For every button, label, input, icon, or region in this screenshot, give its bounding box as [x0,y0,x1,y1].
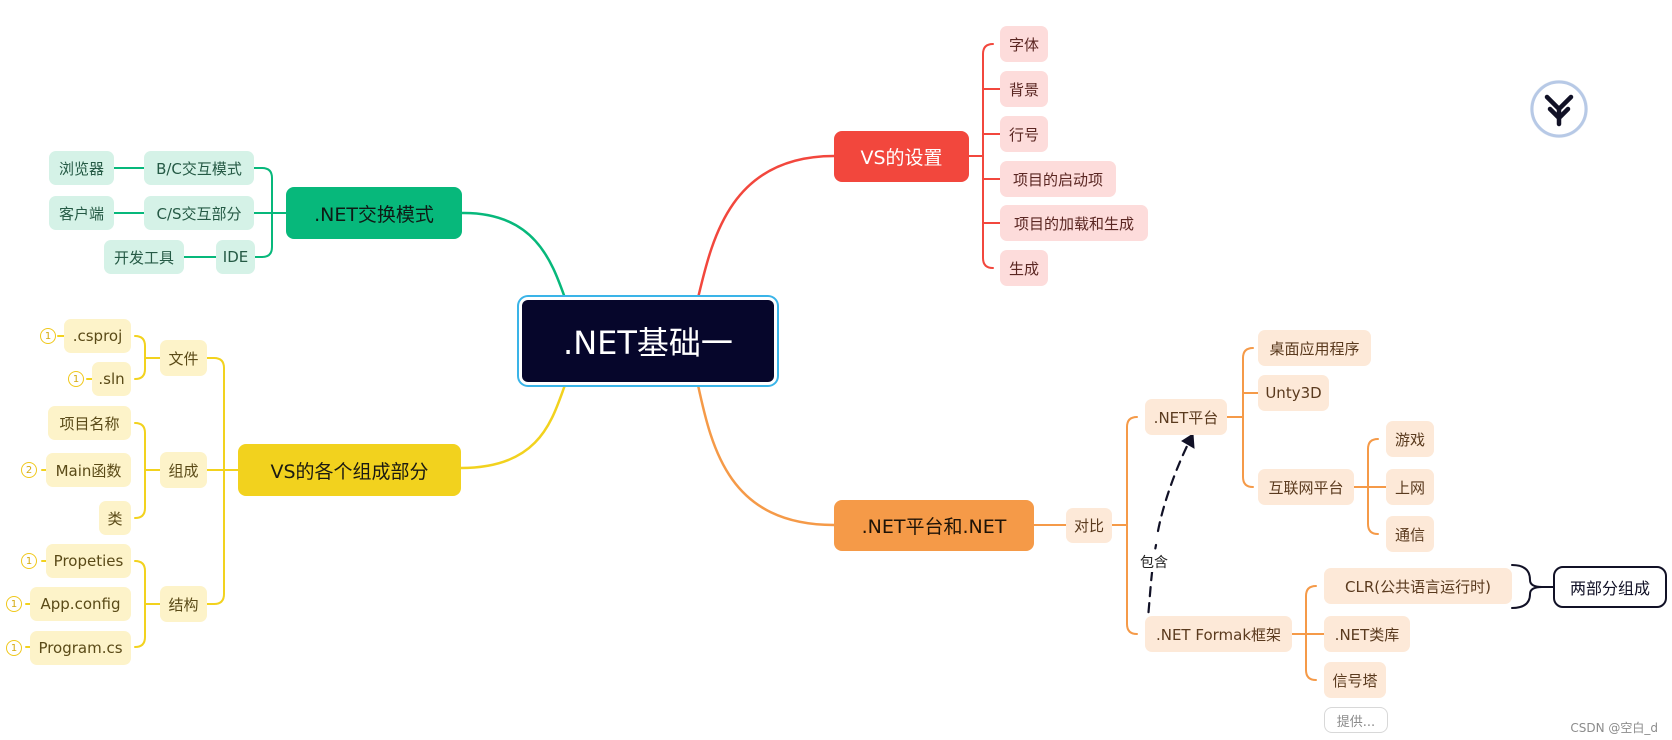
leaf-net-library[interactable]: .NET类库 [1324,616,1410,652]
bracket-net-platform [1226,347,1254,488]
link-root-settings [696,154,836,300]
badge-propeties: 1 [21,553,37,569]
leaf-project-name[interactable]: 项目名称 [48,406,131,440]
badge-program-cs: 1 [6,640,22,656]
topic-vs-settings[interactable]: VS的设置 [834,131,969,182]
badge-csproj: 1 [40,328,56,344]
leaf-clr[interactable]: CLR(公共语言运行时) [1324,568,1512,604]
badge-links [25,335,93,648]
topic-vs-components[interactable]: VS的各个组成部分 [238,444,461,496]
leaf-font[interactable]: 字体 [1000,26,1048,62]
leaf-communication[interactable]: 通信 [1386,516,1434,552]
bracket-compose [134,422,161,519]
summary-brace [1511,564,1554,609]
leaf-devtools[interactable]: 开发工具 [104,240,184,274]
leaf-propeties[interactable]: Propeties [46,544,131,578]
leaf-startup-project[interactable]: 项目的启动项 [1000,161,1116,197]
leaf-build[interactable]: 生成 [1000,250,1048,286]
leaf-sln[interactable]: .sln [92,362,131,396]
bracket-struct [134,560,161,648]
subtopic-cs-mode[interactable]: C/S交互部分 [144,196,254,230]
subtopic-internet-platform[interactable]: 互联网平台 [1258,469,1354,505]
subtopic-ide[interactable]: IDE [216,240,255,274]
leaf-game[interactable]: 游戏 [1386,421,1434,457]
summary-two-parts[interactable]: 两部分组成 [1553,566,1667,608]
badge-sln: 1 [68,371,84,387]
leaf-app-config[interactable]: App.config [30,587,131,621]
subtopic-compose[interactable]: 组成 [160,452,207,488]
leaf-desktop-app[interactable]: 桌面应用程序 [1258,330,1371,366]
bracket-components [213,357,239,605]
subtopic-bc-mode[interactable]: B/C交互模式 [144,151,254,185]
leaf-line-number[interactable]: 行号 [1000,116,1048,152]
badge-app-config: 1 [6,596,22,612]
leaf-signal-tower[interactable]: 信号塔 [1324,662,1386,698]
leaf-load-build[interactable]: 项目的加载和生成 [1000,205,1148,241]
leaf-main-function[interactable]: Main函数 [46,453,131,487]
subtopic-compare[interactable]: 对比 [1066,508,1112,543]
bracket-settings [968,43,994,269]
topic-net-platform[interactable]: .NET平台和.NET [834,500,1034,551]
topic-exchange-mode[interactable]: .NET交换模式 [286,187,462,239]
link-root-exchange [460,211,567,300]
leaf-class[interactable]: 类 [99,501,131,535]
app-logo-icon[interactable] [1530,80,1588,138]
badge-main-function: 2 [21,462,37,478]
leaf-unty3d[interactable]: Unty3D [1258,375,1329,411]
bracket-compare [1111,416,1138,635]
leaf-client[interactable]: 客户端 [49,196,114,230]
link-root-components [459,383,567,470]
watermark: CSDN @空白_d [1570,721,1658,735]
subtopic-file[interactable]: 文件 [160,340,207,376]
relation-arrow [1145,438,1192,630]
leaf-browser[interactable]: 浏览器 [49,151,114,185]
subtopic-structure[interactable]: 结构 [160,586,207,622]
subtopic-net-platform[interactable]: .NET平台 [1145,399,1227,435]
subtopic-net-framework[interactable]: .NET Formak框架 [1145,616,1292,652]
root-topic[interactable]: .NET基础一 [522,300,774,382]
leaf-program-cs[interactable]: Program.cs [30,631,131,665]
relation-label-contains[interactable]: 包含 [1138,552,1170,572]
leaf-background[interactable]: 背景 [1000,71,1048,107]
collapsed-more-items[interactable]: 提供... [1324,707,1388,733]
leaf-csproj[interactable]: .csproj [64,319,131,353]
link-settings-items [982,88,1001,224]
link-root-platform [696,383,836,527]
bracket-file [134,335,161,380]
relation-arrowhead [1181,433,1195,449]
leaf-internet[interactable]: 上网 [1386,469,1434,505]
